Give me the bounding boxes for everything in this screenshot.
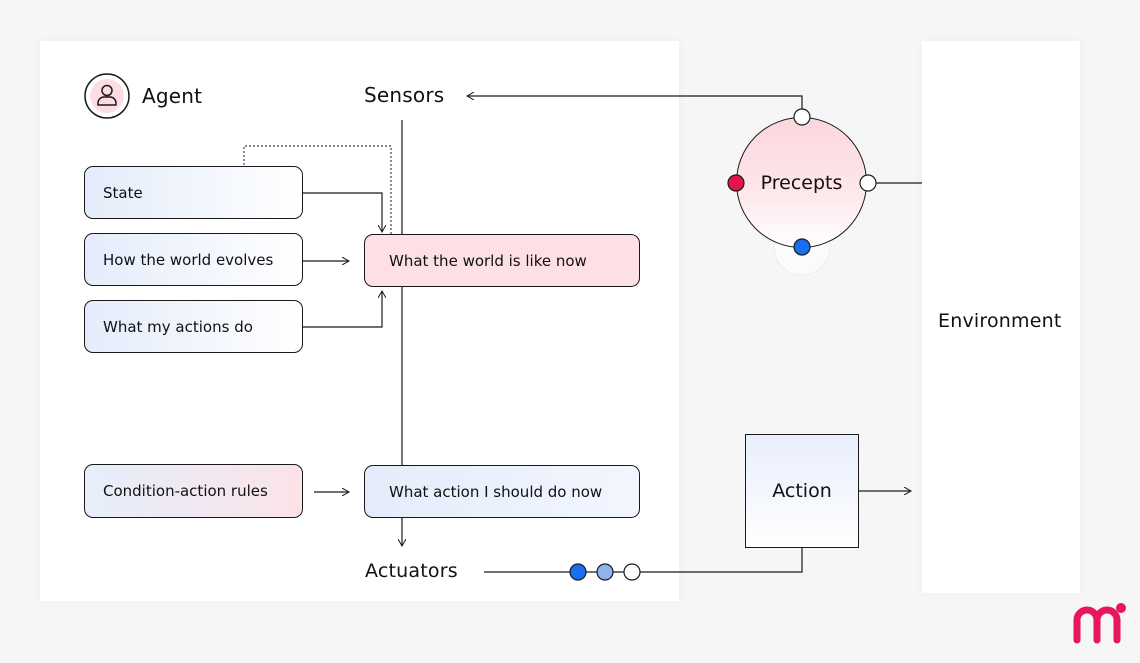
actions-do-label: What my actions do bbox=[103, 317, 253, 336]
feedback-dotted-line bbox=[243, 145, 392, 234]
agent-title: Agent bbox=[142, 84, 203, 108]
world-now-label: What the world is like now bbox=[389, 251, 587, 270]
world-now-box: What the world is like now bbox=[364, 234, 640, 287]
state-box: State bbox=[84, 166, 303, 219]
action-now-label: What action I should do now bbox=[389, 482, 603, 501]
actuators-label: Actuators bbox=[365, 560, 458, 582]
actions-do-box: What my actions do bbox=[84, 300, 303, 353]
condition-rules-box: Condition-action rules bbox=[84, 464, 303, 518]
environment-panel bbox=[922, 41, 1080, 593]
action-box: Action bbox=[745, 434, 859, 548]
action-label: Action bbox=[772, 480, 832, 502]
environment-label: Environment bbox=[938, 310, 1062, 332]
world-evolves-box: How the world evolves bbox=[84, 233, 303, 286]
world-evolves-label: How the world evolves bbox=[103, 250, 274, 269]
precepts-label: Precepts bbox=[760, 171, 843, 194]
action-now-box: What action I should do now bbox=[364, 465, 640, 518]
user-icon bbox=[84, 73, 130, 119]
state-arrow bbox=[303, 192, 382, 232]
precepts-to-sensors-arrow bbox=[467, 96, 803, 109]
actions-do-arrow bbox=[303, 291, 382, 328]
sensors-label: Sensors bbox=[364, 83, 445, 107]
state-label: State bbox=[103, 183, 143, 202]
precepts-circle: Precepts bbox=[736, 117, 867, 248]
condition-rules-label: Condition-action rules bbox=[103, 482, 268, 500]
brand-logo-icon bbox=[1073, 603, 1126, 644]
actuators-to-action-line bbox=[484, 548, 803, 573]
